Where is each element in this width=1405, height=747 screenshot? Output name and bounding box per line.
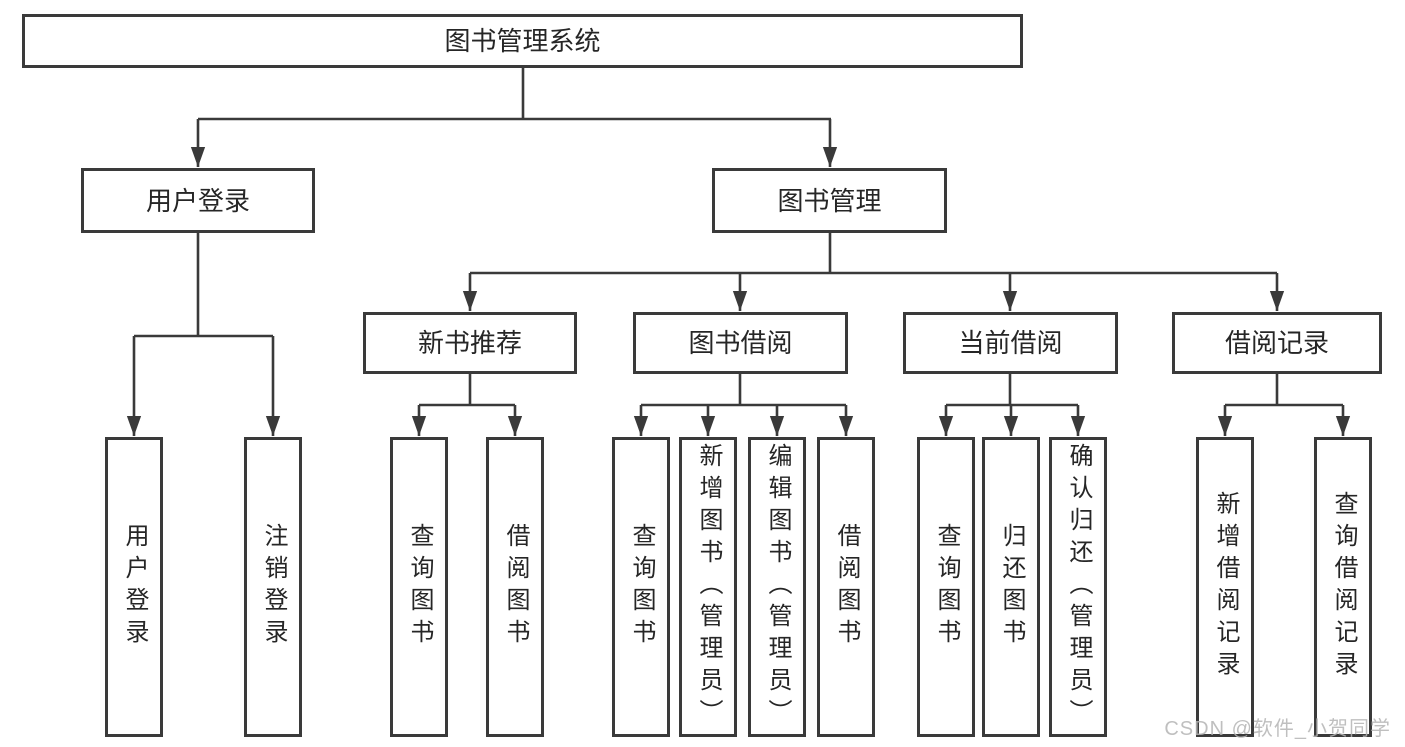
leaf-borrow-books-2-label: 借阅图书 — [833, 523, 860, 651]
leaf-query-books-1-label: 查询图书 — [406, 523, 433, 651]
leaf-user-login-label: 用户登录 — [121, 523, 148, 651]
node-book-management-label: 图书管理 — [777, 185, 882, 216]
node-new-book-recommendation: 新书推荐 — [363, 312, 577, 374]
node-root: 图书管理系统 — [22, 14, 1023, 68]
node-book-management: 图书管理 — [712, 168, 947, 233]
leaf-add-borrow-record-label: 新增借阅记录 — [1212, 491, 1239, 683]
node-root-label: 图书管理系统 — [444, 26, 601, 56]
leaf-query-books-2: 查询图书 — [612, 437, 670, 737]
watermark: CSDN @软件_小贺同学 — [1164, 718, 1391, 740]
node-user-login: 用户登录 — [81, 168, 315, 233]
leaf-borrow-books-2: 借阅图书 — [817, 437, 875, 737]
leaf-query-books-1: 查询图书 — [390, 437, 448, 737]
node-borrowing-records-label: 借阅记录 — [1224, 328, 1329, 358]
node-current-borrowing: 当前借阅 — [903, 312, 1118, 374]
node-current-borrowing-label: 当前借阅 — [958, 328, 1063, 358]
leaf-add-borrow-record: 新增借阅记录 — [1196, 437, 1254, 737]
leaf-return-books-label: 归还图书 — [998, 523, 1025, 651]
leaf-logout: 注销登录 — [244, 437, 302, 737]
leaf-return-books: 归还图书 — [982, 437, 1040, 737]
leaf-add-books-admin-label: 新增图书（管理员） — [695, 443, 722, 731]
node-book-borrowing-label: 图书借阅 — [688, 328, 793, 358]
leaf-borrow-books-1-label: 借阅图书 — [502, 523, 529, 651]
node-user-login-label: 用户登录 — [145, 185, 250, 216]
leaf-confirm-return-admin: 确认归还（管理员） — [1049, 437, 1107, 737]
node-borrowing-records: 借阅记录 — [1172, 312, 1382, 374]
leaf-query-borrow-record: 查询借阅记录 — [1314, 437, 1372, 737]
leaf-add-books-admin: 新增图书（管理员） — [679, 437, 737, 737]
leaf-query-books-3: 查询图书 — [917, 437, 975, 737]
leaf-logout-label: 注销登录 — [260, 523, 287, 651]
node-book-borrowing: 图书借阅 — [633, 312, 848, 374]
leaf-user-login: 用户登录 — [105, 437, 163, 737]
node-new-book-recommendation-label: 新书推荐 — [417, 328, 522, 358]
leaf-edit-books-admin: 编辑图书（管理员） — [748, 437, 806, 737]
leaf-query-books-2-label: 查询图书 — [628, 523, 655, 651]
leaf-confirm-return-admin-label: 确认归还（管理员） — [1065, 443, 1092, 731]
leaf-query-books-3-label: 查询图书 — [933, 523, 960, 651]
leaf-edit-books-admin-label: 编辑图书（管理员） — [764, 443, 791, 731]
leaf-query-borrow-record-label: 查询借阅记录 — [1330, 491, 1357, 683]
leaf-borrow-books-1: 借阅图书 — [486, 437, 544, 737]
